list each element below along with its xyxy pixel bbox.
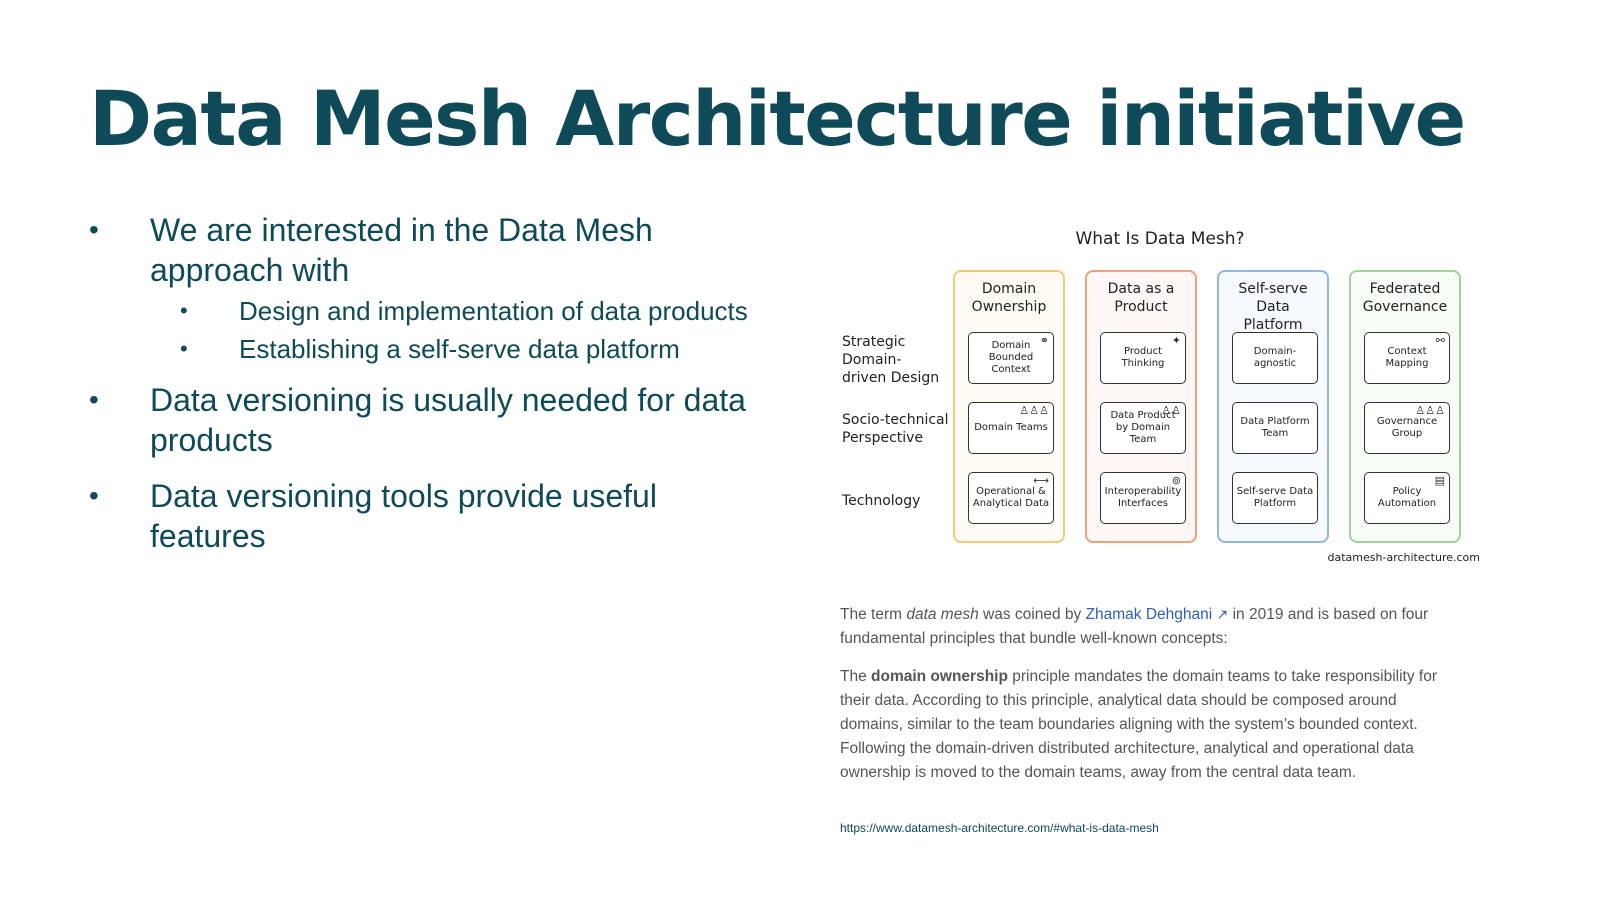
principle-cell: Domain Teams ♙♙♙ [968, 402, 1054, 454]
principle-cell: Operational & Analytical Data⟷ [968, 472, 1054, 524]
slide-title: Data Mesh Architecture initiative [89, 74, 1466, 163]
principle-cell: Product Thinking ✦ [1100, 332, 1186, 384]
principle-cell: Domain-agnostic [1232, 332, 1318, 384]
external-link-icon[interactable]: ↗ [1216, 606, 1229, 622]
cell-label: Policy Automation [1377, 486, 1437, 509]
plug-icon: ⊚ [1171, 474, 1181, 487]
sub-bullet-text: Design and implementation of data produc… [239, 296, 748, 326]
link-icon: ⟷ [1033, 474, 1049, 487]
column-header: Domain Ownership [971, 281, 1047, 315]
cell-label: Context Mapping [1385, 346, 1429, 369]
sub-bullet-text: Establishing a self-serve data platform [239, 334, 680, 364]
principle-cell: Policy Automation▤ [1364, 472, 1450, 524]
cell-label: Domain-agnostic [1253, 346, 1297, 369]
intro-mid: was coined by [978, 606, 1086, 623]
bullet-list: • We are interested in the Data Mesh app… [89, 210, 769, 572]
diagram-title: What Is Data Mesh? [1075, 229, 1245, 249]
team-icon: ♙♙ [1161, 404, 1181, 417]
intro-prefix: The term [840, 606, 907, 623]
intro-paragraph: The term data mesh was coined by Zhamak … [840, 602, 1460, 651]
domain-ownership-term: domain ownership [871, 668, 1008, 685]
principle-cell: Self-serve Data Platform [1232, 472, 1318, 524]
principle-cell: Governance Group♙♙♙ [1364, 402, 1450, 454]
bullet-text: Data versioning is usually needed for da… [150, 382, 746, 458]
people-icon: ♙♙♙ [1019, 404, 1049, 417]
bullet-marker: • [89, 384, 99, 415]
sub-bullet-marker: • [180, 298, 188, 323]
cell-label: Data Platform Team [1240, 416, 1310, 439]
bullet-marker: • [89, 480, 99, 511]
bullet-text: We are interested in the Data Mesh appro… [150, 212, 653, 288]
document-icon: ▤ [1434, 474, 1445, 487]
sub-bullet-item: • Design and implementation of data prod… [150, 296, 769, 326]
gift-icon: ✦ [1171, 334, 1181, 347]
sub-bullet-list: • Design and implementation of data prod… [150, 296, 769, 364]
bullet-item: • Data versioning is usually needed for … [89, 380, 769, 460]
bullet-item: • We are interested in the Data Mesh app… [89, 210, 769, 364]
cell-label: Data Product by Domain Team [1110, 410, 1176, 445]
intro-suffix: in 2019 and is based on four fundamental… [840, 606, 1429, 647]
cell-label: Governance Group [1376, 416, 1438, 439]
domain-ownership-paragraph: The domain ownership principle mandates … [840, 665, 1460, 785]
graph-icon: ⚭ [1039, 334, 1049, 347]
column-header: Self-serve Data Platform [1238, 281, 1308, 333]
cell-label: Domain Bounded Context [988, 340, 1034, 375]
p2-suffix: principle mandates the domain teams to t… [840, 668, 1438, 781]
principle-cell: Context Mapping ⚯ [1364, 332, 1450, 384]
sub-bullet-marker: • [180, 336, 188, 361]
data-mesh-diagram: What Is Data Mesh? Strategic Domain-driv… [840, 225, 1480, 575]
column-header: Federated Governance [1362, 281, 1448, 315]
sub-bullet-item: • Establishing a self-serve data platfor… [150, 334, 769, 364]
principle-cell: Data Platform Team [1232, 402, 1318, 454]
cell-label: Operational & Analytical Data [972, 486, 1050, 509]
column-header: Data as a Product [1107, 281, 1175, 315]
bullet-text: Data versioning tools provide useful fea… [150, 478, 657, 554]
group-icon: ♙♙♙ [1415, 404, 1445, 417]
cell-label: Domain Teams [974, 422, 1048, 433]
author-link[interactable]: Zhamak Dehghani [1085, 606, 1213, 623]
bullet-item: • Data versioning tools provide useful f… [89, 476, 769, 556]
diagram-source: datamesh-architecture.com [1327, 551, 1480, 564]
principle-cell: Data Product by Domain Team♙♙ [1100, 402, 1186, 454]
bullet-marker: • [89, 214, 99, 245]
row-label-socio-technical: Socio-technical Perspective [842, 412, 949, 446]
row-label-technology: Technology [842, 493, 921, 509]
principle-cell: Domain Bounded Context ⚭ [968, 332, 1054, 384]
source-url[interactable]: https://www.datamesh-architecture.com/#w… [840, 821, 1159, 835]
principle-cell: Interoperability Interfaces⊚ [1100, 472, 1186, 524]
cell-label: Product Thinking [1121, 346, 1165, 369]
map-link-icon: ⚯ [1435, 334, 1445, 347]
row-label-strategic: Strategic Domain-driven Design [842, 334, 940, 386]
cell-label: Interoperability Interfaces [1104, 486, 1182, 509]
term-data-mesh: data mesh [906, 606, 979, 623]
p2-prefix: The [840, 668, 872, 685]
cell-label: Self-serve Data Platform [1236, 486, 1314, 509]
